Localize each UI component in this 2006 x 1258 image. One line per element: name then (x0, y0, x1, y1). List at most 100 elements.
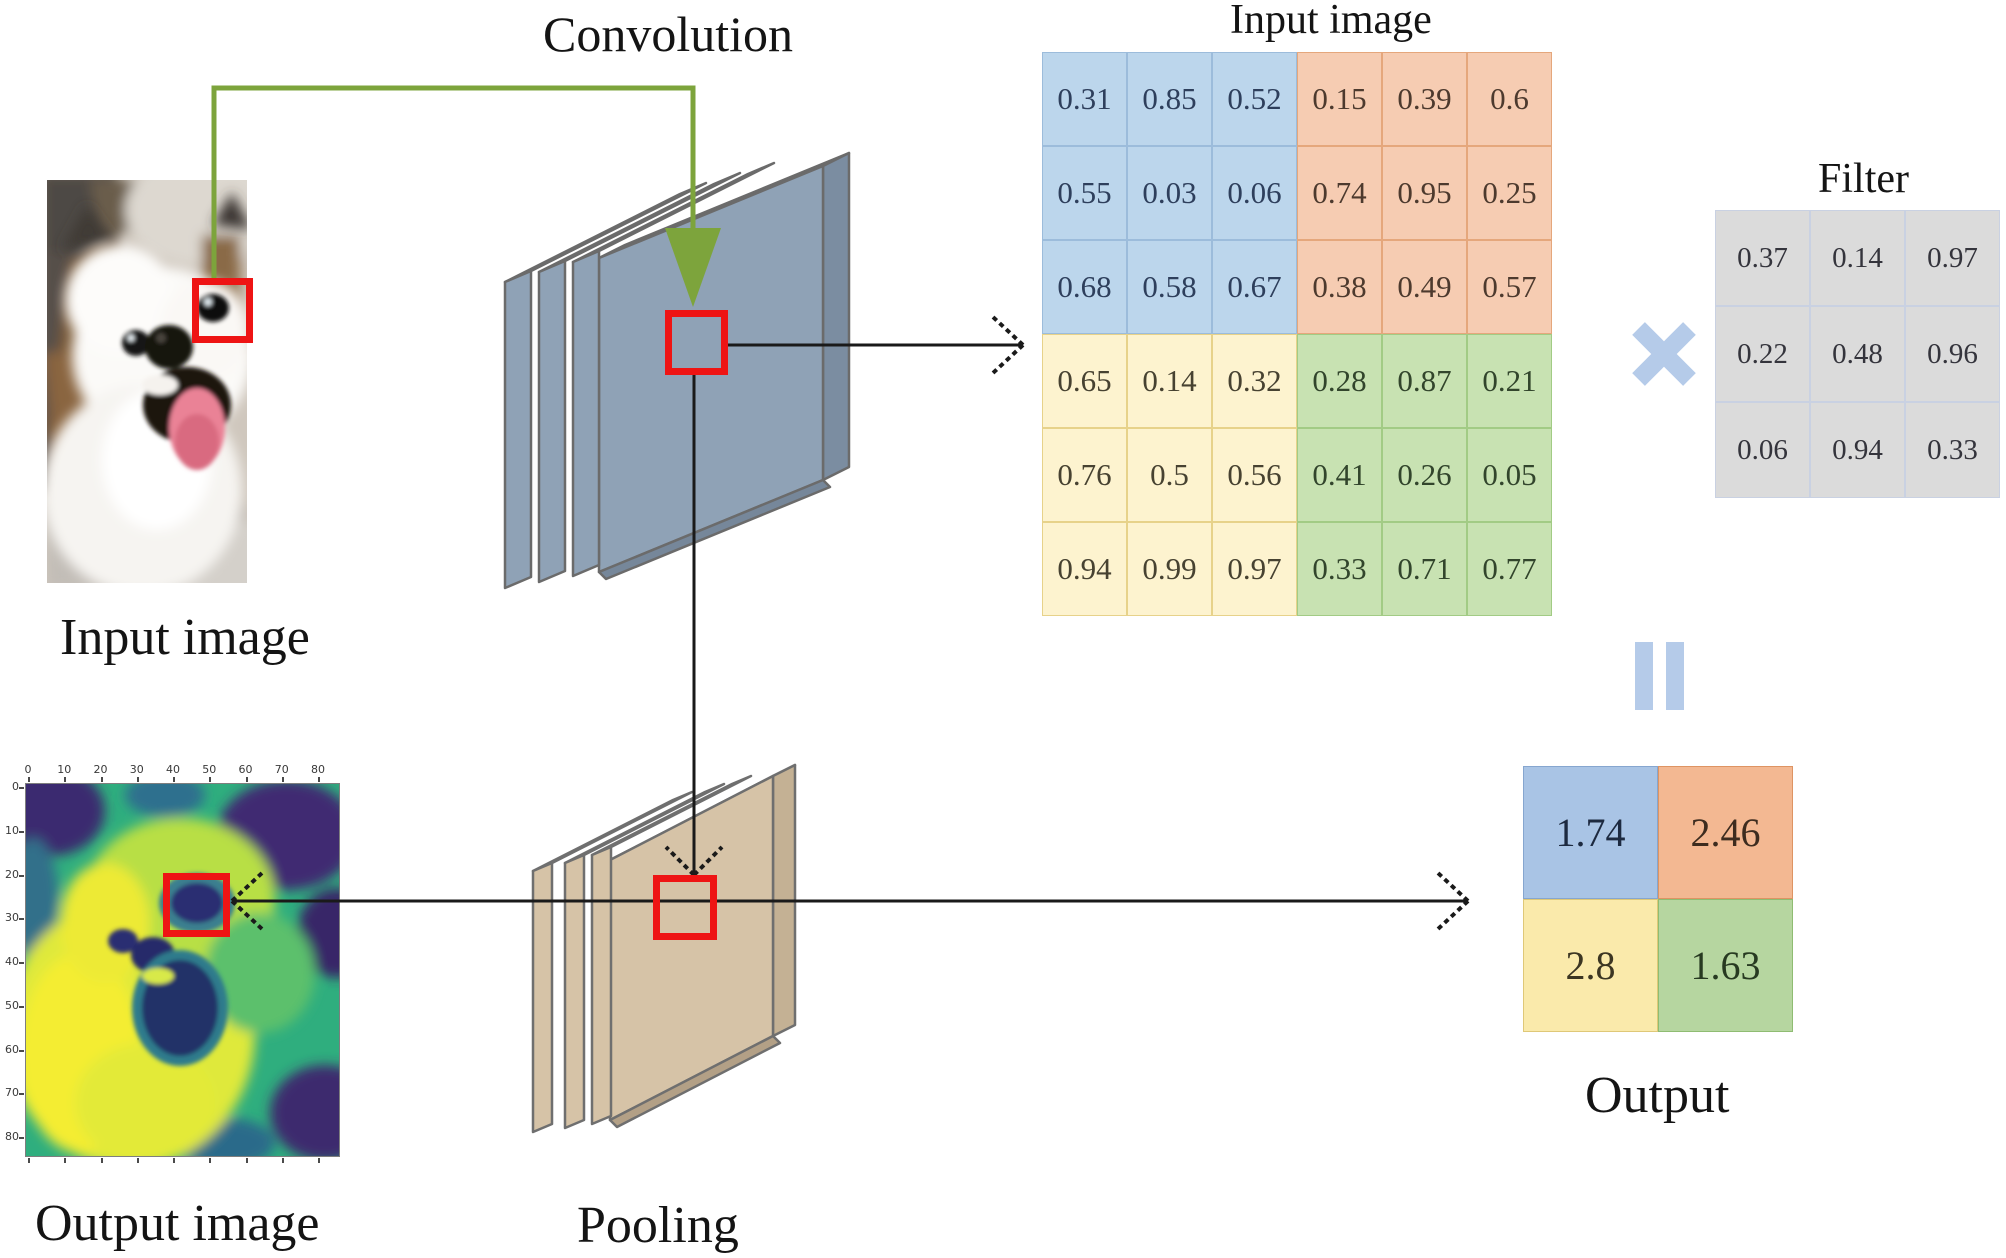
y-tick-mark (19, 1005, 24, 1008)
matrix-cell: 0.56 (1212, 428, 1297, 522)
y-tick-label: 70 (5, 1086, 19, 1100)
matrix-cell: 0.6 (1467, 52, 1552, 146)
y-tick-label: 50 (5, 998, 19, 1012)
matrix-cell: 0.95 (1382, 146, 1467, 240)
matrix-cell: 0.87 (1382, 334, 1467, 428)
x-tick-mark (245, 1158, 248, 1163)
y-tick-mark (19, 962, 24, 964)
matrix-cell: 0.48 (1810, 306, 1905, 402)
matrix-cell: 0.28 (1297, 334, 1382, 428)
pooling-roi-box (653, 875, 717, 940)
y-tick-mark (19, 1093, 24, 1096)
x-tick-mark (281, 1158, 284, 1163)
y-tick-mark (19, 830, 24, 833)
input-matrix-title: Input image (1230, 0, 1432, 43)
matrix-cell: 0.31 (1042, 52, 1127, 146)
x-tick-label: 40 (166, 763, 180, 776)
matrix-cell: 0.52 (1212, 52, 1297, 146)
equals-bar (1635, 642, 1653, 710)
matrix-cell: 0.14 (1127, 334, 1212, 428)
matrix-cell: 0.57 (1467, 240, 1552, 334)
y-tick-label: 40 (5, 955, 19, 968)
pooling-layers (531, 763, 797, 1134)
x-tick-mark (173, 777, 175, 782)
x-tick-mark (28, 1158, 30, 1163)
x-tick-label: 60 (238, 763, 253, 776)
y-tick-label: 60 (5, 1042, 19, 1056)
matrix-cell: 0.06 (1212, 146, 1297, 240)
matrix-cell: 0.96 (1905, 306, 2000, 402)
green-connector-arrow (211, 85, 721, 307)
matrix-cell: 0.32 (1212, 334, 1297, 428)
arrow-conv-to-matrix (728, 315, 1025, 375)
x-tick-label: 0 (24, 763, 32, 776)
y-tick-label: 0 (12, 780, 19, 793)
arrow-conv-to-pooling (664, 375, 724, 877)
x-tick-label: 10 (57, 763, 72, 776)
matrix-cell: 0.33 (1905, 402, 2000, 498)
matrix-cell: 0.26 (1382, 428, 1467, 522)
input-photo-caption: Input image (60, 609, 310, 666)
x-tick-mark (245, 777, 248, 782)
x-tick-mark (28, 777, 30, 782)
x-tick-mark (209, 777, 212, 782)
input-photo-image (47, 180, 247, 583)
x-tick-mark (64, 1158, 67, 1163)
matrix-cell: 0.38 (1297, 240, 1382, 334)
matrix-cell: 0.99 (1127, 522, 1212, 616)
matrix-cell: 0.22 (1715, 306, 1810, 402)
matrix-cell: 0.85 (1127, 52, 1212, 146)
matrix-cell: 0.33 (1297, 522, 1382, 616)
matrix-cell: 0.76 (1042, 428, 1127, 522)
y-tick-mark (19, 874, 24, 877)
x-tick-mark (318, 1158, 320, 1163)
equals-bar (1666, 642, 1684, 710)
matrix-cell: 2.46 (1658, 766, 1793, 899)
matrix-cell: 1.74 (1523, 766, 1658, 899)
x-tick-mark (64, 777, 67, 782)
matrix-cell: 0.97 (1905, 210, 2000, 306)
multiply-icon (1632, 322, 1696, 386)
matrix-cell: 0.94 (1810, 402, 1905, 498)
convolution-label: Convolution (543, 6, 794, 62)
matrix-cell: 0.58 (1127, 240, 1212, 334)
y-tick-label: 80 (5, 1130, 19, 1143)
y-tick-mark (19, 787, 24, 789)
y-tick-mark (19, 1049, 24, 1052)
x-tick-mark (136, 1158, 139, 1163)
plot-border (25, 783, 340, 1157)
x-tick-mark (318, 777, 320, 782)
x-tick-mark (281, 777, 284, 782)
matrix-cell: 0.5 (1127, 428, 1212, 522)
filter-title: Filter (1818, 156, 1909, 202)
x-tick-mark (100, 1158, 103, 1163)
matrix-cell: 0.37 (1715, 210, 1810, 306)
matrix-cell: 0.25 (1467, 146, 1552, 240)
matrix-cell: 0.74 (1297, 146, 1382, 240)
output-image-caption: Output image (35, 1195, 320, 1252)
matrix-cell: 0.97 (1212, 522, 1297, 616)
x-tick-label: 20 (93, 763, 108, 776)
x-tick-label: 80 (311, 763, 325, 776)
x-tick-label: 50 (202, 763, 217, 776)
y-tick-label: 10 (5, 823, 19, 837)
matrix-cell: 0.71 (1382, 522, 1467, 616)
conv-roi-box (665, 310, 728, 375)
matrix-cell: 0.77 (1467, 522, 1552, 616)
matrix-cell: 0.55 (1042, 146, 1127, 240)
matrix-cell: 0.67 (1212, 240, 1297, 334)
output-matrix-title: Output (1585, 1067, 1730, 1124)
matrix-cell: 0.03 (1127, 146, 1212, 240)
matrix-cell: 0.49 (1382, 240, 1467, 334)
x-tick-mark (173, 1158, 175, 1163)
pooling-label: Pooling (577, 1197, 739, 1254)
matrix-cell: 0.14 (1810, 210, 1905, 306)
matrix-cell: 0.05 (1467, 428, 1552, 522)
x-tick-label: 30 (129, 763, 144, 776)
arrow-pooling-to-outputs (230, 871, 1470, 931)
matrix-cell: 0.94 (1042, 522, 1127, 616)
matrix-cell: 0.65 (1042, 334, 1127, 428)
